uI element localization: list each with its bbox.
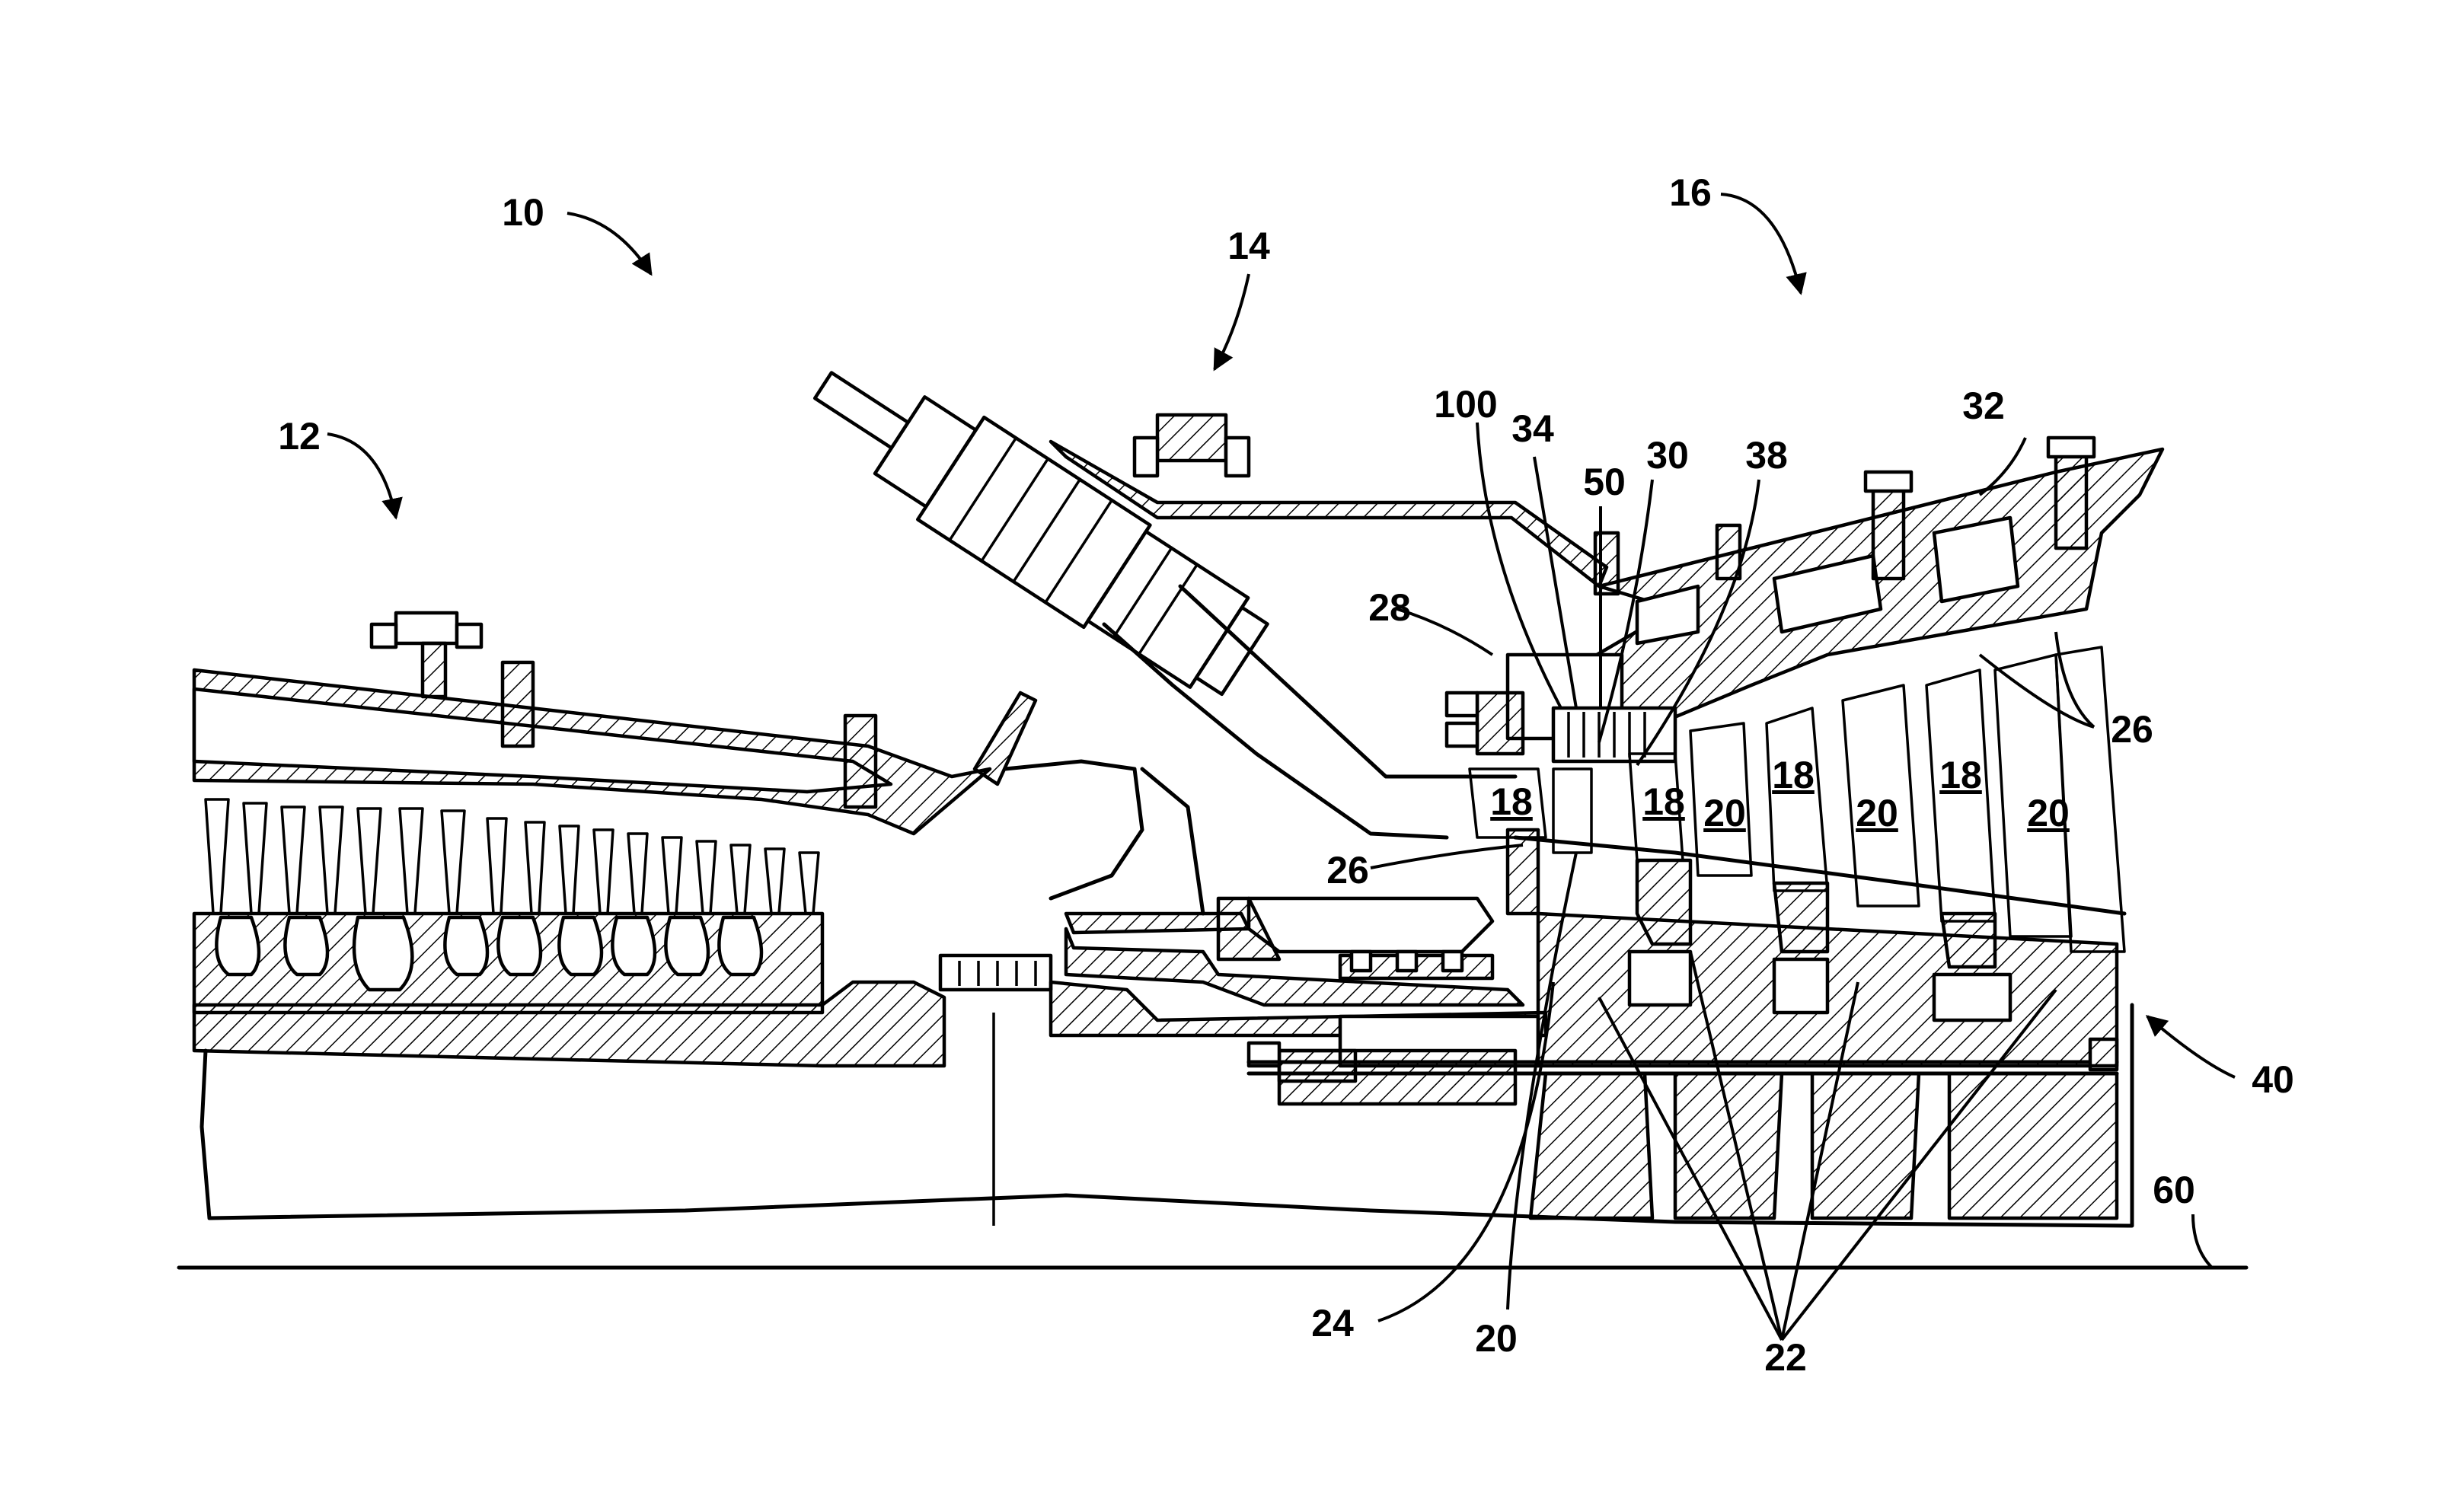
label-vane-1: 18 bbox=[1490, 780, 1533, 823]
label-outer-casing: 32 bbox=[1962, 384, 2005, 427]
label-vane-2: 18 bbox=[1642, 780, 1685, 823]
label-vane-3: 18 bbox=[1772, 754, 1815, 796]
label-turbine: 16 bbox=[1669, 171, 1712, 214]
label-blade-1: 20 bbox=[1703, 792, 1746, 834]
label-seal-carrier: 50 bbox=[1583, 461, 1626, 503]
label-blade-lower: 20 bbox=[1475, 1317, 1518, 1360]
label-blade-2: 20 bbox=[1856, 792, 1898, 834]
label-compressor: 12 bbox=[278, 415, 321, 458]
label-combustor: 14 bbox=[1227, 225, 1270, 267]
label-vane-4: 18 bbox=[1939, 754, 1982, 796]
label-rotor-disk: 22 bbox=[1764, 1336, 1807, 1379]
label-blade-3: 20 bbox=[2027, 792, 2070, 834]
label-support: 34 bbox=[1511, 407, 1554, 450]
label-cooling-passage-upper: 26 bbox=[2111, 708, 2153, 751]
label-rotor-assembly: 40 bbox=[2252, 1058, 2294, 1101]
label-shaft: 24 bbox=[1311, 1302, 1354, 1345]
label-shroud: 38 bbox=[1745, 434, 1788, 477]
label-seal-assembly: 100 bbox=[1434, 383, 1497, 426]
label-cooling-passage-lower: 26 bbox=[1326, 849, 1369, 892]
label-engine: 10 bbox=[502, 191, 544, 234]
label-transition-piece: 28 bbox=[1368, 586, 1411, 629]
label-centerline: 60 bbox=[2153, 1169, 2195, 1211]
label-seal-ring: 30 bbox=[1646, 434, 1689, 477]
